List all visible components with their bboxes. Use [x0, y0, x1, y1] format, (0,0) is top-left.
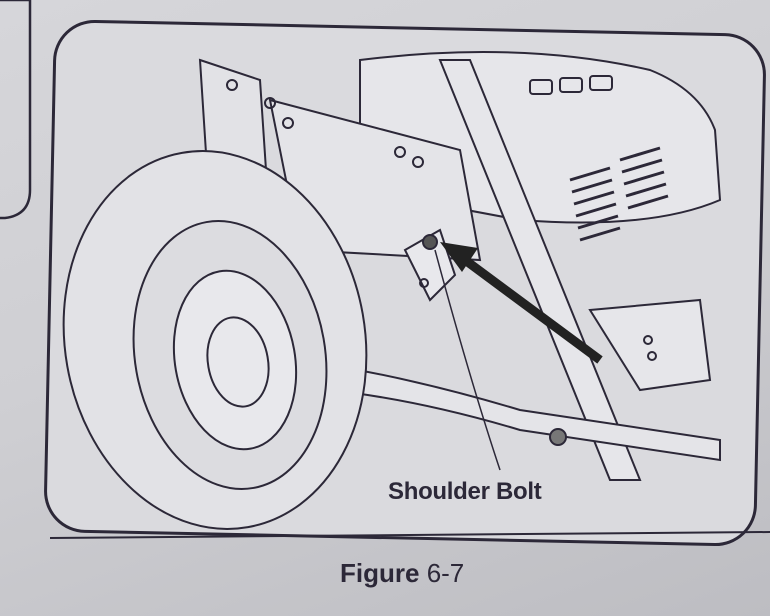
- adjacent-figure-border: [0, 0, 32, 220]
- caption-word: Figure: [340, 558, 420, 588]
- divider: [49, 531, 770, 539]
- caption-number: 6-7: [426, 558, 465, 588]
- arrow-icon: [440, 242, 603, 364]
- callout-label: Shoulder Bolt: [388, 478, 542, 505]
- mower-drawing: [62, 51, 722, 530]
- figure-caption: Figure 6-7: [340, 558, 464, 589]
